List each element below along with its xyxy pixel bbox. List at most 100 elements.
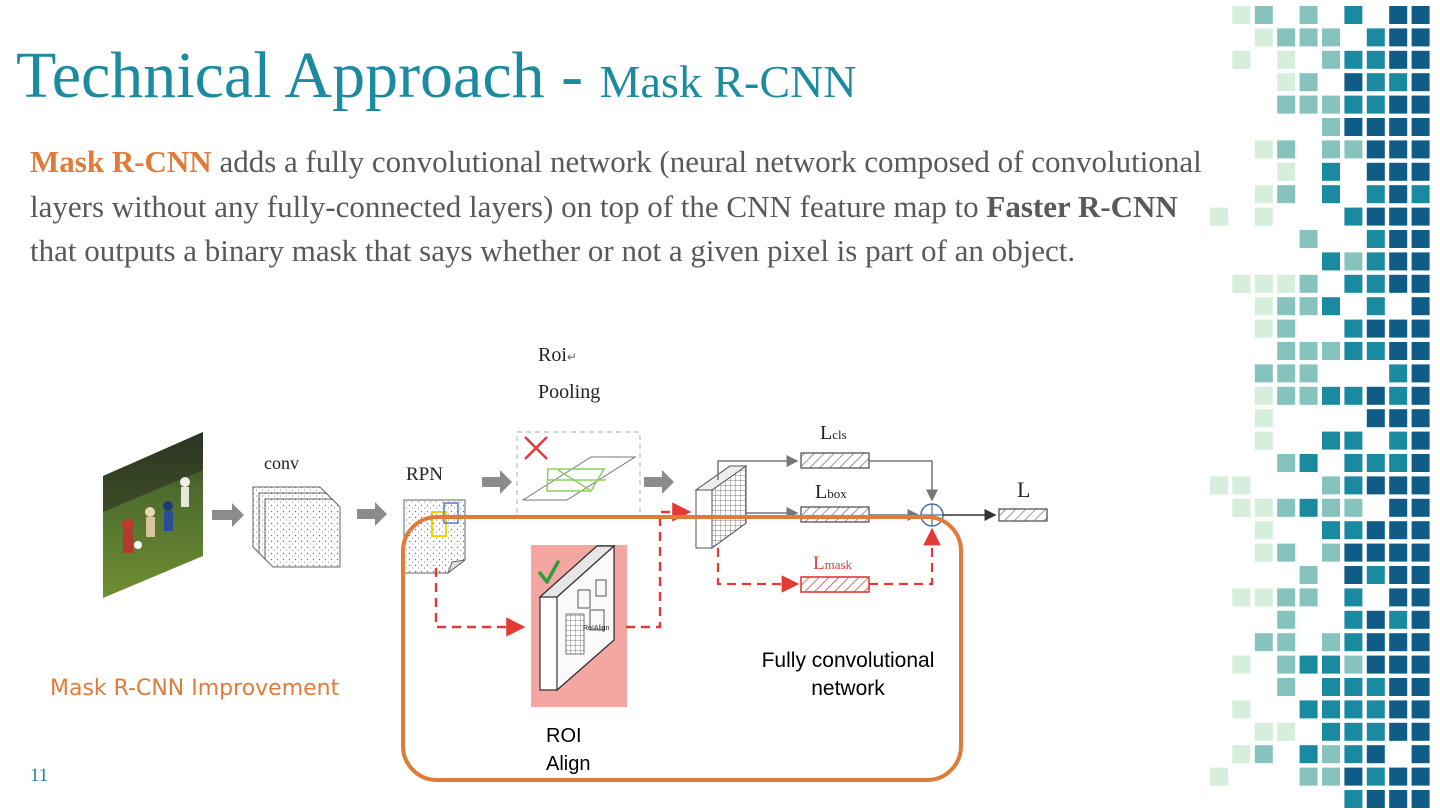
body-faster-rcnn-bold: Faster R-CNN [986,188,1178,224]
mosaic-tile [1322,28,1340,47]
mosaic-tile [1322,431,1340,450]
mosaic-tile [1411,498,1430,517]
mosaic-tile [1411,431,1430,450]
mosaic-tile [1299,454,1318,472]
mosaic-tile [1322,297,1340,316]
mosaic-tile [1411,700,1430,719]
mosaic-tile [1366,28,1385,47]
mosaic-tile [1210,207,1228,226]
mosaic-tile [1277,342,1296,360]
mosaic-tile [1277,73,1296,92]
mosaic-tile [1299,230,1318,248]
mosaic-tile [1366,409,1385,428]
roi-align-label-line2: Align [546,753,591,775]
loss-total-box [998,508,1048,522]
mosaic-tile [1344,588,1363,607]
mosaic-tile [1344,610,1363,629]
mosaic-tile [1344,6,1363,24]
mosaic-tile [1389,364,1408,383]
mosaic-tile [1277,543,1296,562]
mosaic-tile [1344,50,1363,69]
roi-feature-block [694,465,748,549]
mosaic-tile [1277,95,1296,114]
mosaic-tile [1322,162,1340,181]
mosaic-tile [1277,722,1296,741]
mosaic-tile [1299,73,1318,92]
mosaic-tile [1299,342,1318,360]
mosaic-tile [1344,521,1363,540]
mosaic-tile [1344,342,1363,360]
mosaic-tile [1389,50,1408,69]
mosaic-tile [1389,521,1408,540]
mosaic-tile [1254,633,1273,652]
body-mask-rcnn-bold: Mask R-CNN [30,144,212,179]
mosaic-tile [1411,566,1430,584]
mosaic-tile [1277,185,1296,204]
mosaic-tile [1411,319,1430,338]
mosaic-tile [1322,342,1340,360]
mosaic-tile [1366,342,1385,360]
mosaic-tile [1366,476,1385,495]
mosaic-tile [1232,274,1251,293]
mosaic-tile [1322,118,1340,136]
branch-mask-line [716,548,800,593]
mosaic-tile [1389,274,1408,293]
mosaic-tile [1344,140,1363,159]
loss-cls-sub: cls [832,427,847,442]
mosaic-tile [1366,50,1385,69]
arrow-roipool-to-feature [644,470,674,494]
mosaic-tile [1389,342,1408,360]
mosaic-tile [1254,364,1273,383]
mosaic-tile [1322,50,1340,69]
mosaic-tile [1366,95,1385,114]
mosaic-tile [1411,297,1430,316]
mosaic-tile [1389,6,1408,24]
cls-to-sum-line [869,460,938,502]
mosaic-tile [1254,543,1273,562]
mosaic-tile [1277,633,1296,652]
mosaic-tile [1322,543,1340,562]
mosaic-tile [1254,431,1273,450]
arrow-conv-to-rpn [357,502,387,526]
mosaic-tile [1254,722,1273,741]
mosaic-tile [1254,409,1273,428]
mosaic-tile [1366,722,1385,741]
mosaic-tile [1366,454,1385,472]
mosaic-tile [1366,207,1385,226]
mosaic-tile [1411,140,1430,159]
loss-mask-label: Lmask [813,553,852,575]
mosaic-tile [1277,610,1296,629]
mosaic-tile [1254,140,1273,159]
mosaic-tile [1411,28,1430,47]
roi-align-feature [538,544,616,692]
mosaic-tile [1322,767,1340,786]
mosaic-tile [1322,185,1340,204]
mosaic-tile [1366,319,1385,338]
mosaic-tile [1389,431,1408,450]
mosaic-tile [1389,252,1408,271]
mosaic-tile [1411,521,1430,540]
mosaic-tile [1232,655,1251,674]
mosaic-tile [1389,185,1408,204]
mosaic-tile [1277,50,1296,69]
mosaic-tile [1344,454,1363,472]
roi-align-label: ROI Align [546,722,590,778]
mosaic-tile [1322,498,1340,517]
roialign-small-label: RoIAlign [583,625,610,632]
page-number: 11 [30,765,49,786]
roialign-to-feature-route [626,502,692,629]
figure-caption: Mask R-CNN Improvement [50,676,340,701]
mosaic-tile [1411,73,1430,92]
mosaic-tile [1210,476,1228,495]
mosaic-tile [1366,633,1385,652]
mosaic-tile [1411,207,1430,226]
mosaic-tile [1299,6,1318,24]
mosaic-tile [1277,28,1296,47]
mosaic-tile [1344,543,1363,562]
mosaic-tile [1254,386,1273,405]
mosaic-tile [1389,73,1408,92]
fcn-label: Fully convolutional network [748,647,948,703]
mosaic-tile [1344,319,1363,338]
mosaic-tile [1411,409,1430,428]
